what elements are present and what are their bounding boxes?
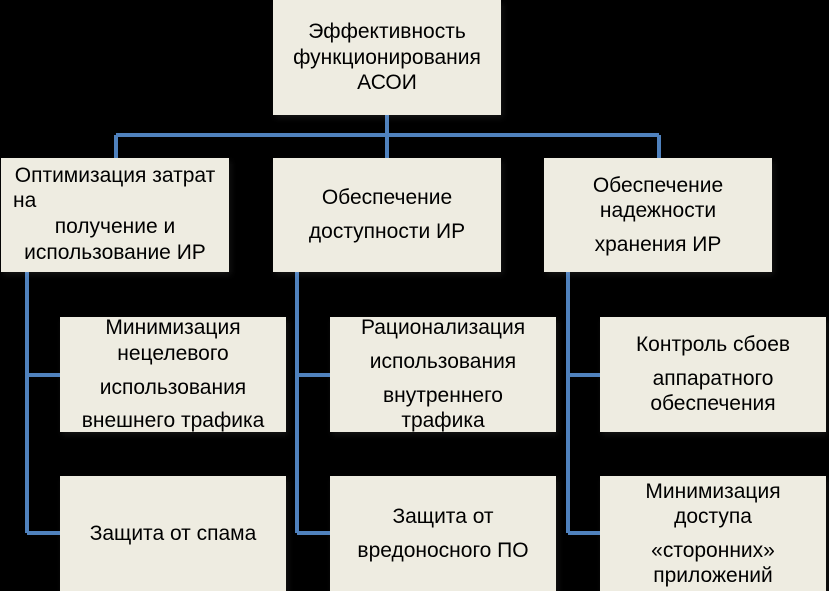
root-line: функционирования: [293, 45, 481, 69]
child-line: трафика: [401, 409, 485, 433]
child-node-internal-traffic: Рационализация использования внутреннего…: [330, 316, 556, 433]
child-node-malware-protection: Защита от вредоносного ПО: [330, 476, 556, 591]
child-line: внешнего трафика: [81, 409, 265, 433]
branch-line: доступности ИР: [308, 220, 466, 243]
branch-line: хранения ИР: [594, 232, 722, 256]
child-line: аппаратного: [652, 366, 774, 390]
child-line: Защита от спама: [89, 521, 257, 545]
child-line: «сторонних»: [651, 538, 775, 562]
branch-line: на: [13, 189, 37, 213]
branch-line: Оптимизация затрат: [14, 163, 216, 187]
child-line: Рационализация: [360, 316, 526, 340]
child-node-hardware-failures: Контроль сбоев аппаратного обеспечения: [600, 317, 826, 432]
child-line: приложений: [653, 564, 773, 588]
child-line: нецелевого: [117, 341, 229, 365]
child-node-traffic-minimization: Минимизация нецелевого использования вне…: [60, 316, 286, 433]
child-line: внутреннего: [383, 383, 503, 407]
child-line: Контроль сбоев: [635, 333, 791, 357]
child-node-third-party-apps: Минимизация доступа «сторонних» приложен…: [600, 476, 826, 591]
root-node: Эффективность функционирования АСОИ: [273, 0, 501, 115]
branch-line: Обеспечение: [321, 186, 453, 210]
child-line: Защита от: [392, 504, 494, 528]
root-line: АСОИ: [357, 71, 417, 95]
branch-line: надежности: [599, 199, 717, 223]
branch-line: использование ИР: [24, 240, 206, 264]
branch-node-availability: Обеспечение доступности ИР: [273, 158, 501, 272]
root-line: Эффективность: [308, 20, 466, 44]
child-line: использования: [99, 375, 247, 399]
child-line: обеспечения: [650, 392, 776, 416]
branch-node-cost-optimization: Оптимизация затрат на получение и исполь…: [1, 158, 229, 272]
branch-line: получение и: [54, 215, 176, 238]
child-node-spam-protection: Защита от спама: [60, 476, 286, 591]
child-line: использования: [369, 349, 517, 373]
branch-line: Обеспечение: [592, 173, 724, 197]
child-line: доступа: [674, 505, 752, 529]
child-line: Минимизация: [105, 316, 241, 340]
child-line: Минимизация: [645, 479, 781, 503]
branch-node-storage-reliability: Обеспечение надежности хранения ИР: [544, 158, 772, 272]
child-line: вредоносного ПО: [357, 538, 529, 562]
